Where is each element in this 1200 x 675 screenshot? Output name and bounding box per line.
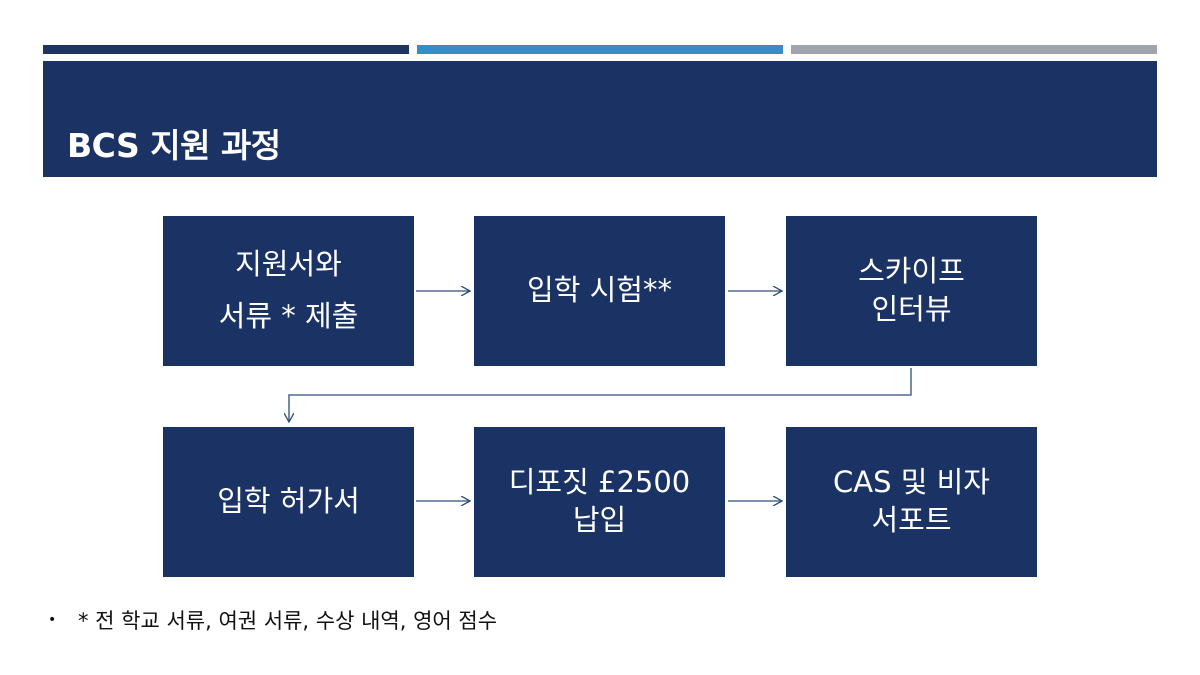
step-entrance-exam: 입학 시험** [474, 216, 725, 366]
accent-stripe-gray [791, 45, 1157, 54]
bullet-icon: • [48, 612, 57, 628]
step-label-line: 서포트 [871, 503, 952, 537]
step-admission-letter: 입학 허가서 [163, 427, 414, 577]
step-deposit-payment: 디포짓 £2500 납입 [474, 427, 725, 577]
step-label-line: 입학 시험** [527, 273, 672, 308]
accent-stripe-blue [417, 45, 783, 54]
step-skype-interview: 스카이프 인터뷰 [786, 216, 1037, 366]
step-label-line: 서류 * 제출 [218, 299, 359, 333]
slide-title: BCS 지원 과정 [67, 126, 281, 165]
step-label-line: 납입 [572, 503, 627, 537]
step-label-line: 인터뷰 [871, 292, 952, 326]
step-label-line: 스카이프 [858, 254, 965, 289]
arrow-3-to-4 [289, 368, 912, 422]
step-label-line: CAS 및 비자 [833, 465, 990, 500]
step-cas-visa-support: CAS 및 비자 서포트 [786, 427, 1037, 577]
step-label-line: 디포짓 £2500 [508, 465, 691, 500]
title-bar: BCS 지원 과정 [43, 61, 1157, 177]
step-label-line: 지원서와 [235, 247, 342, 282]
accent-stripe-dark [43, 45, 409, 54]
step-label-line: 입학 허가서 [217, 484, 360, 519]
footnote-text: * 전 학교 서류, 여권 서류, 수상 내역, 영어 점수 [78, 609, 498, 633]
footnote: • * 전 학교 서류, 여권 서류, 수상 내역, 영어 점수 [48, 605, 497, 635]
step-application-submission: 지원서와 서류 * 제출 [163, 216, 414, 366]
